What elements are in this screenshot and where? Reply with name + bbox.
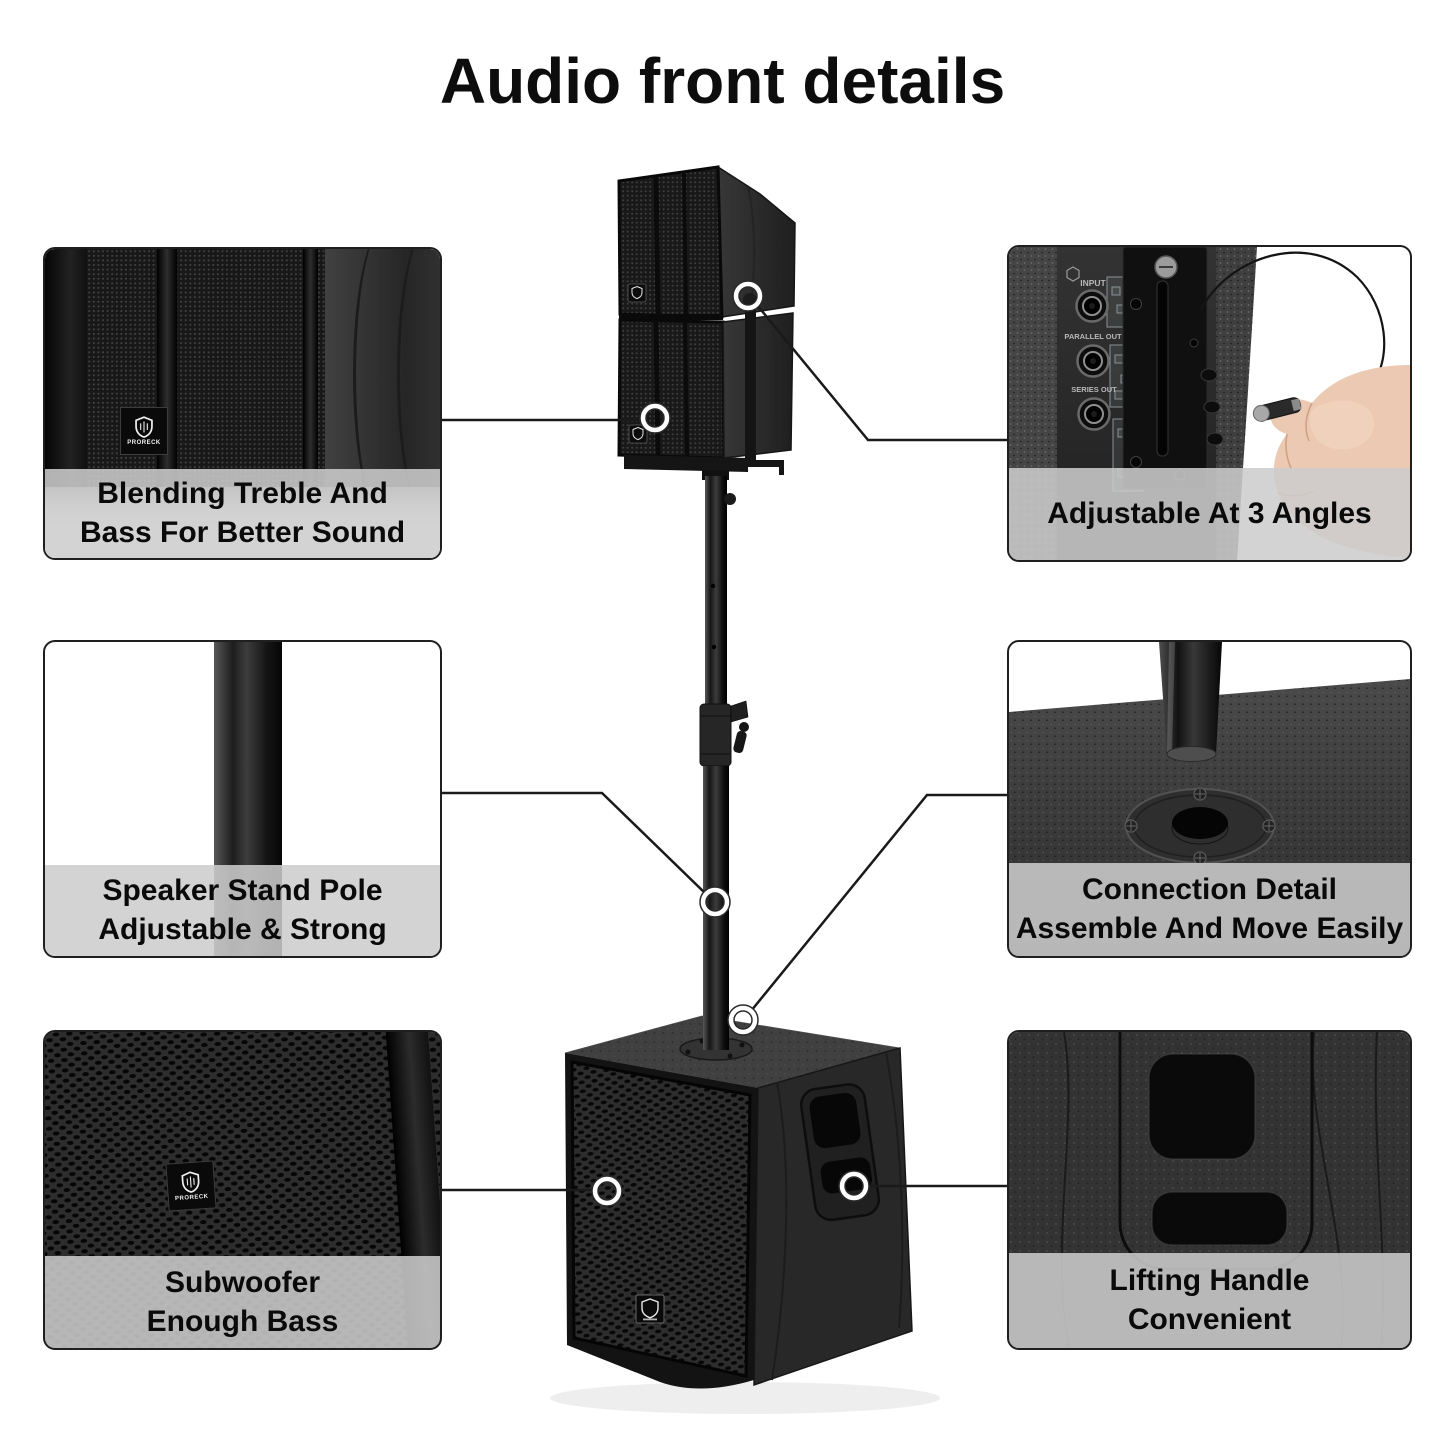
caption-line: Convenient: [1127, 1303, 1292, 1336]
shield-icon: [631, 285, 643, 300]
series-out-label: SERIES OUT: [1071, 385, 1117, 394]
caption-connection: Connection Detail Assemble And Move Easi…: [1009, 863, 1410, 956]
caption-line: Bass For Better Sound: [79, 516, 406, 549]
subwoofer-grille: [570, 1060, 752, 1378]
shield-icon: [181, 1171, 200, 1193]
caption-line: Subwoofer: [165, 1265, 320, 1299]
callout-marker-connection: [727, 1004, 759, 1036]
parallel-out-label: PARALLEL OUT: [1064, 332, 1122, 341]
callout-markers: [591, 280, 870, 1207]
clamp-knob: [730, 700, 749, 723]
callout-marker-angles: [732, 280, 764, 312]
brand-badge-top-speaker: [627, 283, 647, 303]
satellite-speakers: [617, 165, 796, 475]
caption-line: Lifting Handle: [1109, 1264, 1310, 1297]
mounting-bracket-bar: [745, 303, 756, 463]
caption-line: Adjustable At 3 Angles: [1047, 497, 1372, 530]
brand-name: PRORECK: [174, 1193, 209, 1203]
caption-line: Adjustable & Strong: [98, 913, 387, 946]
callout-line-connection: [750, 793, 1008, 1012]
callout-marker-subwoofer: [591, 1175, 623, 1207]
callout-line-pole: [442, 791, 707, 895]
brand-badge: PRORECK: [165, 1160, 217, 1212]
brand-badge-bottom-speaker: [628, 424, 648, 444]
caption-line: Speaker Stand Pole: [102, 874, 383, 907]
caption-line: Blending Treble And: [97, 477, 388, 510]
shield-icon: [135, 416, 153, 438]
caption-handle: Lifting Handle Convenient: [1009, 1253, 1410, 1348]
callout-line-angles: [756, 304, 1008, 442]
caption-stand-pole: Speaker Stand Pole Adjustable & Strong: [45, 865, 440, 956]
callout-marker-treble: [639, 402, 671, 434]
angle-pin-icon: [1200, 368, 1218, 382]
angle-pin-icon: [1206, 432, 1224, 446]
caption-subwoofer: Subwoofer Enough Bass: [45, 1256, 440, 1348]
detail-box-handle: Lifting Handle Convenient: [1007, 1030, 1412, 1350]
subwoofer-cabinet: [564, 1000, 913, 1389]
page-title: Audio front details: [439, 45, 1006, 117]
series-out-jack-icon: [1077, 397, 1111, 431]
pole-clamp: [699, 703, 732, 767]
caption-treble-bass: Blending Treble And Bass For Better Soun…: [45, 469, 440, 558]
detail-box-treble-bass: PRORECK Blending Treble And Bass For Bet…: [43, 247, 442, 560]
angle-pin-icon: [1203, 400, 1221, 414]
socket-hole: [1172, 807, 1228, 839]
brand-badge: PRORECK: [120, 407, 168, 455]
callout-marker-handle: [838, 1170, 870, 1202]
caption-line: Connection Detail: [1081, 873, 1337, 906]
detail-box-angles: INPUT PARALLEL OUT SERIES OUT: [1007, 245, 1412, 562]
pole-tip: [1159, 642, 1222, 762]
caption-line: Enough Bass: [146, 1304, 339, 1338]
detail-box-stand-pole: Speaker Stand Pole Adjustable & Strong: [43, 640, 442, 958]
handle-recess-photo: [1118, 1032, 1314, 1271]
callout-lines: [442, 304, 1008, 1192]
parallel-out-jack-icon: [1076, 344, 1110, 378]
detail-box-subwoofer: PRORECK Subwoofer Enough Bass: [43, 1030, 442, 1350]
handle-opening-upper: [1149, 1054, 1255, 1159]
handle-opening-lower: [1152, 1192, 1287, 1245]
shield-icon: [641, 1298, 659, 1319]
shield-icon: [632, 426, 644, 441]
input-jack-icon: [1075, 289, 1109, 323]
input-label: INPUT: [1080, 278, 1106, 288]
detail-box-connection: Connection Detail Assemble And Move Easi…: [1007, 640, 1412, 958]
stand-pole: [699, 470, 749, 1052]
caption-angles: Adjustable At 3 Angles: [1009, 468, 1410, 560]
locking-pin: [1252, 397, 1302, 422]
socket-plate: [1124, 787, 1276, 865]
caption-line: Assemble And Move Easily: [1015, 912, 1404, 945]
brand-name: PRORECK: [127, 440, 161, 446]
floor-shadow: [550, 1382, 940, 1414]
brand-badge-subwoofer: [635, 1294, 665, 1324]
input-hex-icon: [1066, 266, 1080, 282]
mounting-bracket-plate: [624, 455, 748, 472]
callout-marker-pole: [699, 886, 731, 918]
